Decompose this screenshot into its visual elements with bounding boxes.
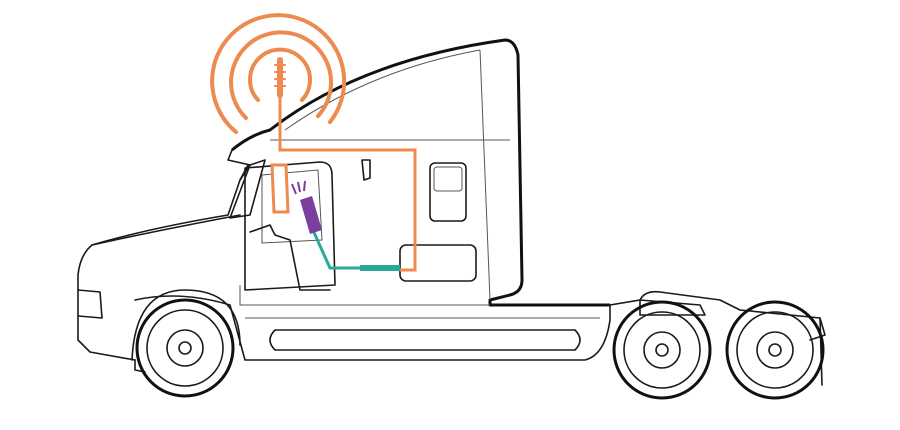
inside-cable: [310, 227, 400, 270]
rear-wheel-2: [725, 300, 825, 400]
cell-booster-icon: [291, 180, 322, 234]
truck-body: [77, 38, 826, 386]
outside-cable: [278, 95, 417, 272]
front-wheel: [131, 289, 241, 398]
antenna-signal-icon: [210, 13, 347, 134]
rear-wheel-1: [612, 300, 712, 400]
mirror: [270, 163, 290, 214]
